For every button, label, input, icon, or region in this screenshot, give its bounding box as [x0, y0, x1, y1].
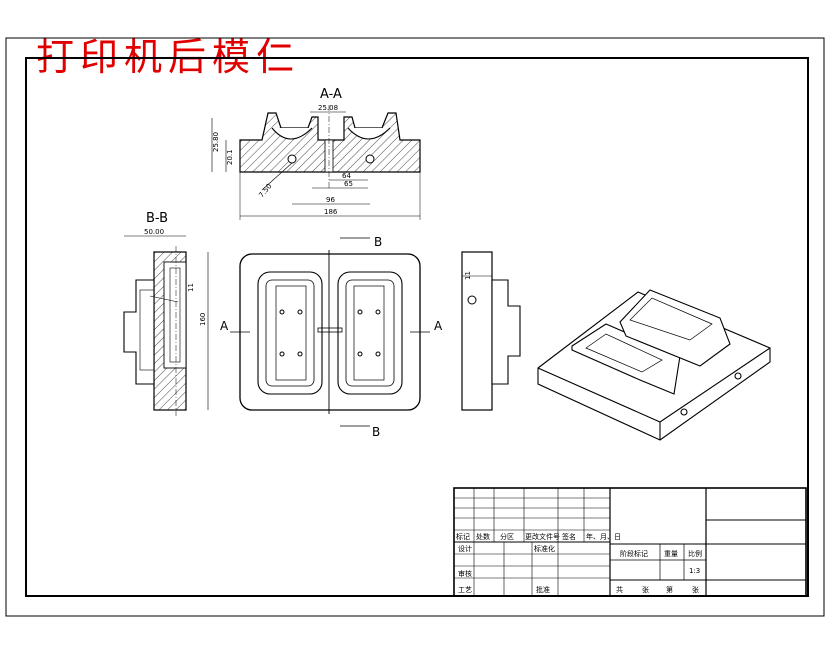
isometric-view	[537, 289, 771, 441]
dim-bb-width: 50.00	[144, 228, 164, 236]
side-view: 11	[461, 251, 521, 411]
tb-total: 共	[616, 585, 623, 594]
cut-b-bottom: B	[372, 425, 380, 439]
dim-aa-width: 186	[324, 208, 338, 216]
rev-header-zone: 分区	[500, 532, 514, 541]
dim-bb-height: 160	[199, 313, 207, 326]
dim-aa-top: 25.08	[318, 104, 338, 112]
rev-header-count: 处数	[476, 532, 490, 541]
tb-stage-mark: 阶段标记	[620, 549, 648, 558]
dim-aa-height: 25.80	[212, 132, 220, 152]
tb-standardize: 标准化	[534, 544, 555, 553]
plan-view: A A B B	[220, 235, 443, 439]
tb-process: 工艺	[458, 586, 472, 594]
tb-scale-value: 1:3	[689, 567, 700, 575]
tb-design: 设计	[458, 544, 472, 553]
tb-approve: 批准	[536, 585, 550, 594]
cut-a-right: A	[434, 319, 443, 333]
rev-header-mark: 标记	[456, 532, 470, 541]
title-block-text: 标记 处数 分区 更改文件号 签名 年、月、日 设计 标准化 审核 工艺 批准 …	[456, 532, 702, 594]
section-bb-view: B-B 50.00 11 160	[123, 211, 209, 416]
title-block	[453, 487, 807, 597]
tb-number: 第	[666, 585, 673, 594]
section-aa-label: A-A	[320, 87, 342, 102]
tb-scale: 比例	[688, 549, 702, 558]
dim-aa-d2: 65	[344, 180, 353, 188]
tb-sheet-2: 张	[692, 585, 699, 594]
dim-aa-d1: 64	[342, 172, 351, 180]
tb-weight: 重量	[664, 550, 678, 558]
rev-header-docno: 更改文件号	[525, 532, 560, 541]
tb-sheet-1: 张	[642, 585, 649, 594]
cut-b-top: B	[374, 235, 382, 249]
dim-aa-d3: 96	[326, 196, 335, 204]
dim-side-small: 11	[464, 271, 472, 280]
rev-header-sign: 签名	[562, 532, 576, 541]
outer-frame	[5, 37, 825, 617]
dim-aa-step: 20.1	[226, 149, 234, 165]
cut-a-left: A	[220, 319, 229, 333]
section-bb-label: B-B	[146, 211, 168, 226]
tb-review: 审核	[458, 569, 472, 578]
rev-header-date: 年、月、日	[586, 532, 621, 541]
dim-aa-hole: 7.50	[257, 182, 273, 199]
section-aa-view: A-A 25.08 25.80 20.1 7.50 64 65 96 186	[211, 87, 421, 220]
inner-frame	[25, 57, 809, 597]
dim-bb-small: 11	[187, 283, 195, 292]
